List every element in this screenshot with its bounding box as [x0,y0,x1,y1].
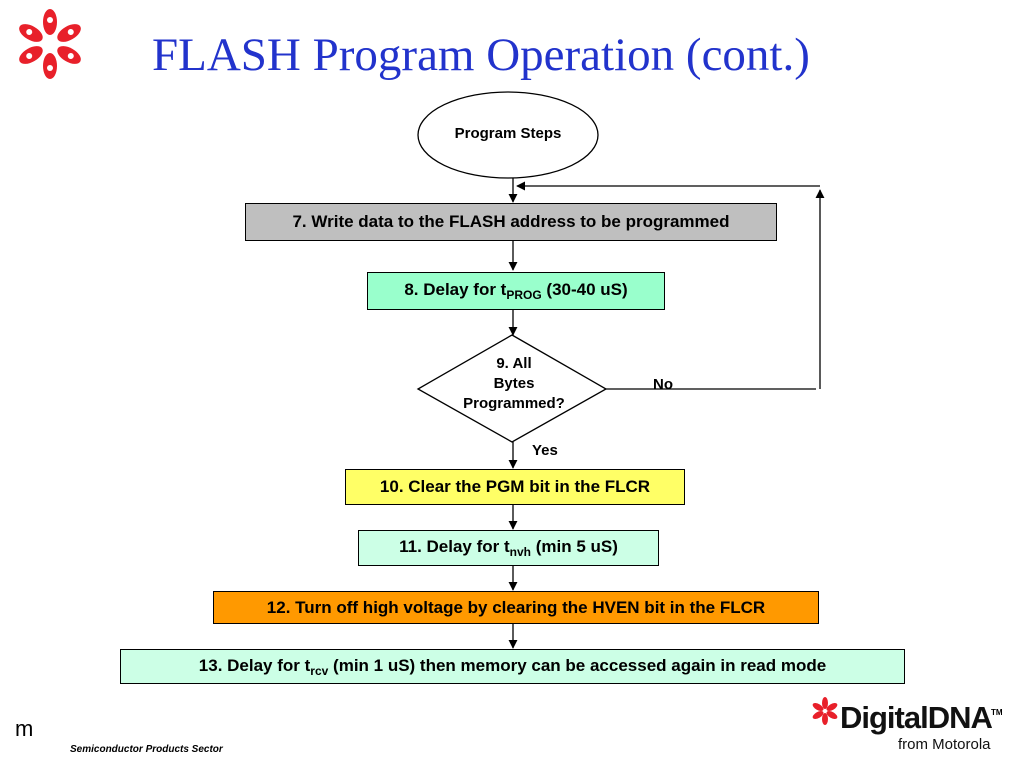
brand-tm: TM [991,708,1003,717]
step-10-box: 10. Clear the PGM bit in the FLCR [345,469,685,505]
start-label: Program Steps [454,125,562,142]
step-7-box: 7. Write data to the FLASH address to be… [245,203,777,241]
step-13-text: 13. Delay for trcv (min 1 uS) then memor… [198,655,827,678]
brand-name: DigitalDNA [840,700,993,735]
step-7-text: 7. Write data to the FLASH address to be… [292,212,730,231]
slide-title: FLASH Program Operation (cont.) [152,29,810,81]
step-11-box: 11. Delay for tnvh (min 5 uS) [358,530,659,566]
no-branch-label: No [653,376,673,393]
step-11-text: 11. Delay for tnvh (min 5 uS) [399,537,618,559]
step-8-text: 8. Delay for tPROG (30-40 uS) [404,280,628,302]
brand-subtitle: from Motorola [898,736,991,753]
decision-9-label: 9. All Bytes Programmed? [463,355,565,412]
yes-branch-label: Yes [532,442,558,459]
start-oval [417,91,599,179]
step-10-text: 10. Clear the PGM bit in the FLCR [379,477,651,496]
step-8-box: 8. Delay for tPROG (30-40 uS) [367,272,665,310]
digitaldna-logo: DigitalDNA TM from Motorola [810,696,1010,756]
brand-star-icon [812,697,838,725]
star-logo-icon [19,9,81,79]
step-12-text: 12. Turn off high voltage by clearing th… [266,597,766,617]
step-12-box: 12. Turn off high voltage by clearing th… [213,591,819,624]
decision-diamond [416,334,608,443]
corner-mark: m [15,716,34,741]
footer-text: Semiconductor Products Sector [70,744,223,755]
step-13-box: 13. Delay for trcv (min 1 uS) then memor… [120,649,905,684]
